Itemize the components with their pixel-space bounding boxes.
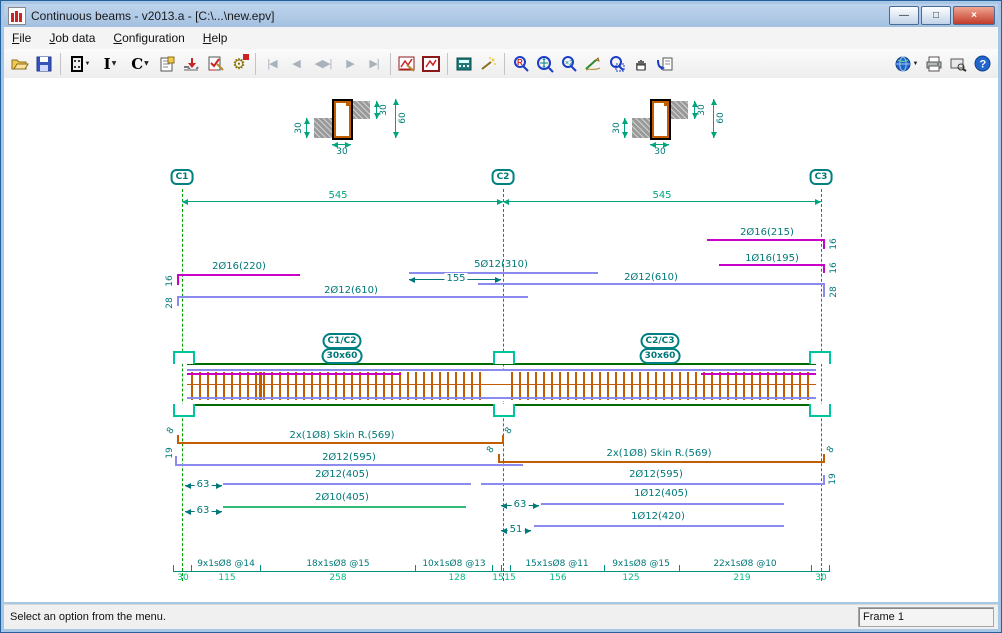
svg-text:?: ? (979, 59, 986, 71)
dropdown-arrow-icon[interactable]: ▼ (84, 60, 91, 67)
pan-hand-button[interactable] (629, 52, 653, 76)
menu-configuration[interactable]: Configuration (113, 31, 185, 45)
toolbar-separator (60, 52, 61, 75)
wand-button[interactable] (476, 52, 500, 76)
redraw-pencil-button[interactable] (581, 52, 605, 76)
channel-icon: C (131, 54, 144, 73)
save-button[interactable] (32, 52, 56, 76)
menu-job-data[interactable]: Job data (49, 31, 96, 45)
close-button[interactable]: × (953, 6, 995, 25)
column-section-button[interactable]: ▼ (65, 52, 95, 76)
dropdown-arrow-icon[interactable]: ▼ (144, 60, 149, 67)
status-message: Select an option from the menu. (10, 611, 166, 623)
ibeam-icon: I (103, 54, 111, 73)
menu-file[interactable]: File (12, 31, 32, 45)
frame-indicator: Frame 1 (858, 607, 994, 627)
zoom-dynamic-button[interactable]: R (509, 52, 533, 76)
nav-last-button[interactable]: ▶| (369, 58, 379, 70)
chart-edit-button[interactable] (395, 52, 419, 76)
title-bar[interactable]: Continuous beams - v2013.a - [C:\...\new… (4, 4, 998, 27)
options-gear-button[interactable]: ⚙ (227, 52, 251, 76)
window-title: Continuous beams - v2013.a - [C:\...\new… (31, 8, 275, 23)
minimize-button[interactable]: — (889, 6, 919, 25)
toolbar-separator (447, 52, 448, 75)
status-bar: Select an option from the menu. Frame 1 (4, 604, 998, 629)
report-check-button[interactable] (203, 52, 227, 76)
nav-prev-button[interactable]: ◀ (292, 58, 300, 70)
print-preview-button[interactable] (946, 52, 970, 76)
maximize-button[interactable]: □ (921, 6, 951, 25)
help-button[interactable]: ? (970, 52, 994, 76)
gear-icon: ⚙ (232, 55, 246, 73)
zoom-scale-button[interactable]: ×2 (557, 52, 581, 76)
toolbar-separator (255, 52, 256, 75)
language-globe-button[interactable]: ▼ (890, 52, 922, 76)
toolbar-separator (390, 52, 391, 75)
dropdown-arrow-icon[interactable]: ▼ (111, 60, 117, 67)
print-button[interactable] (922, 52, 946, 76)
export-button[interactable] (179, 52, 203, 76)
channel-section-button[interactable]: C ▼ (125, 52, 155, 76)
menu-help[interactable]: Help (202, 31, 228, 45)
job-properties-button[interactable] (155, 52, 179, 76)
app-icon (8, 6, 26, 25)
nav-pair-button[interactable]: ◀▶| (314, 58, 333, 70)
open-button[interactable] (8, 52, 32, 76)
ibeam-section-button[interactable]: I ▼ (95, 52, 125, 76)
toolbar-separator (504, 52, 505, 75)
svg-text:×2: ×2 (565, 60, 573, 67)
chart-view-button[interactable] (419, 52, 443, 76)
drawing-canvas[interactable] (4, 78, 998, 602)
svg-text:R: R (517, 58, 523, 67)
zoom-window-button[interactable] (605, 52, 629, 76)
nav-first-button[interactable]: |◀ (267, 58, 277, 70)
dropdown-arrow-icon[interactable]: ▼ (912, 60, 919, 67)
menu-bar: File Job data Configuration Help (4, 27, 998, 50)
nav-next-button[interactable]: ▶ (346, 58, 354, 70)
calculator-button[interactable] (452, 52, 476, 76)
zoom-extents-button[interactable] (533, 52, 557, 76)
toolbar: ▼ I ▼ C ▼ ⚙ |◀ ◀ ◀▶| ▶ ▶| (4, 49, 998, 79)
report-page-button[interactable] (653, 52, 677, 76)
